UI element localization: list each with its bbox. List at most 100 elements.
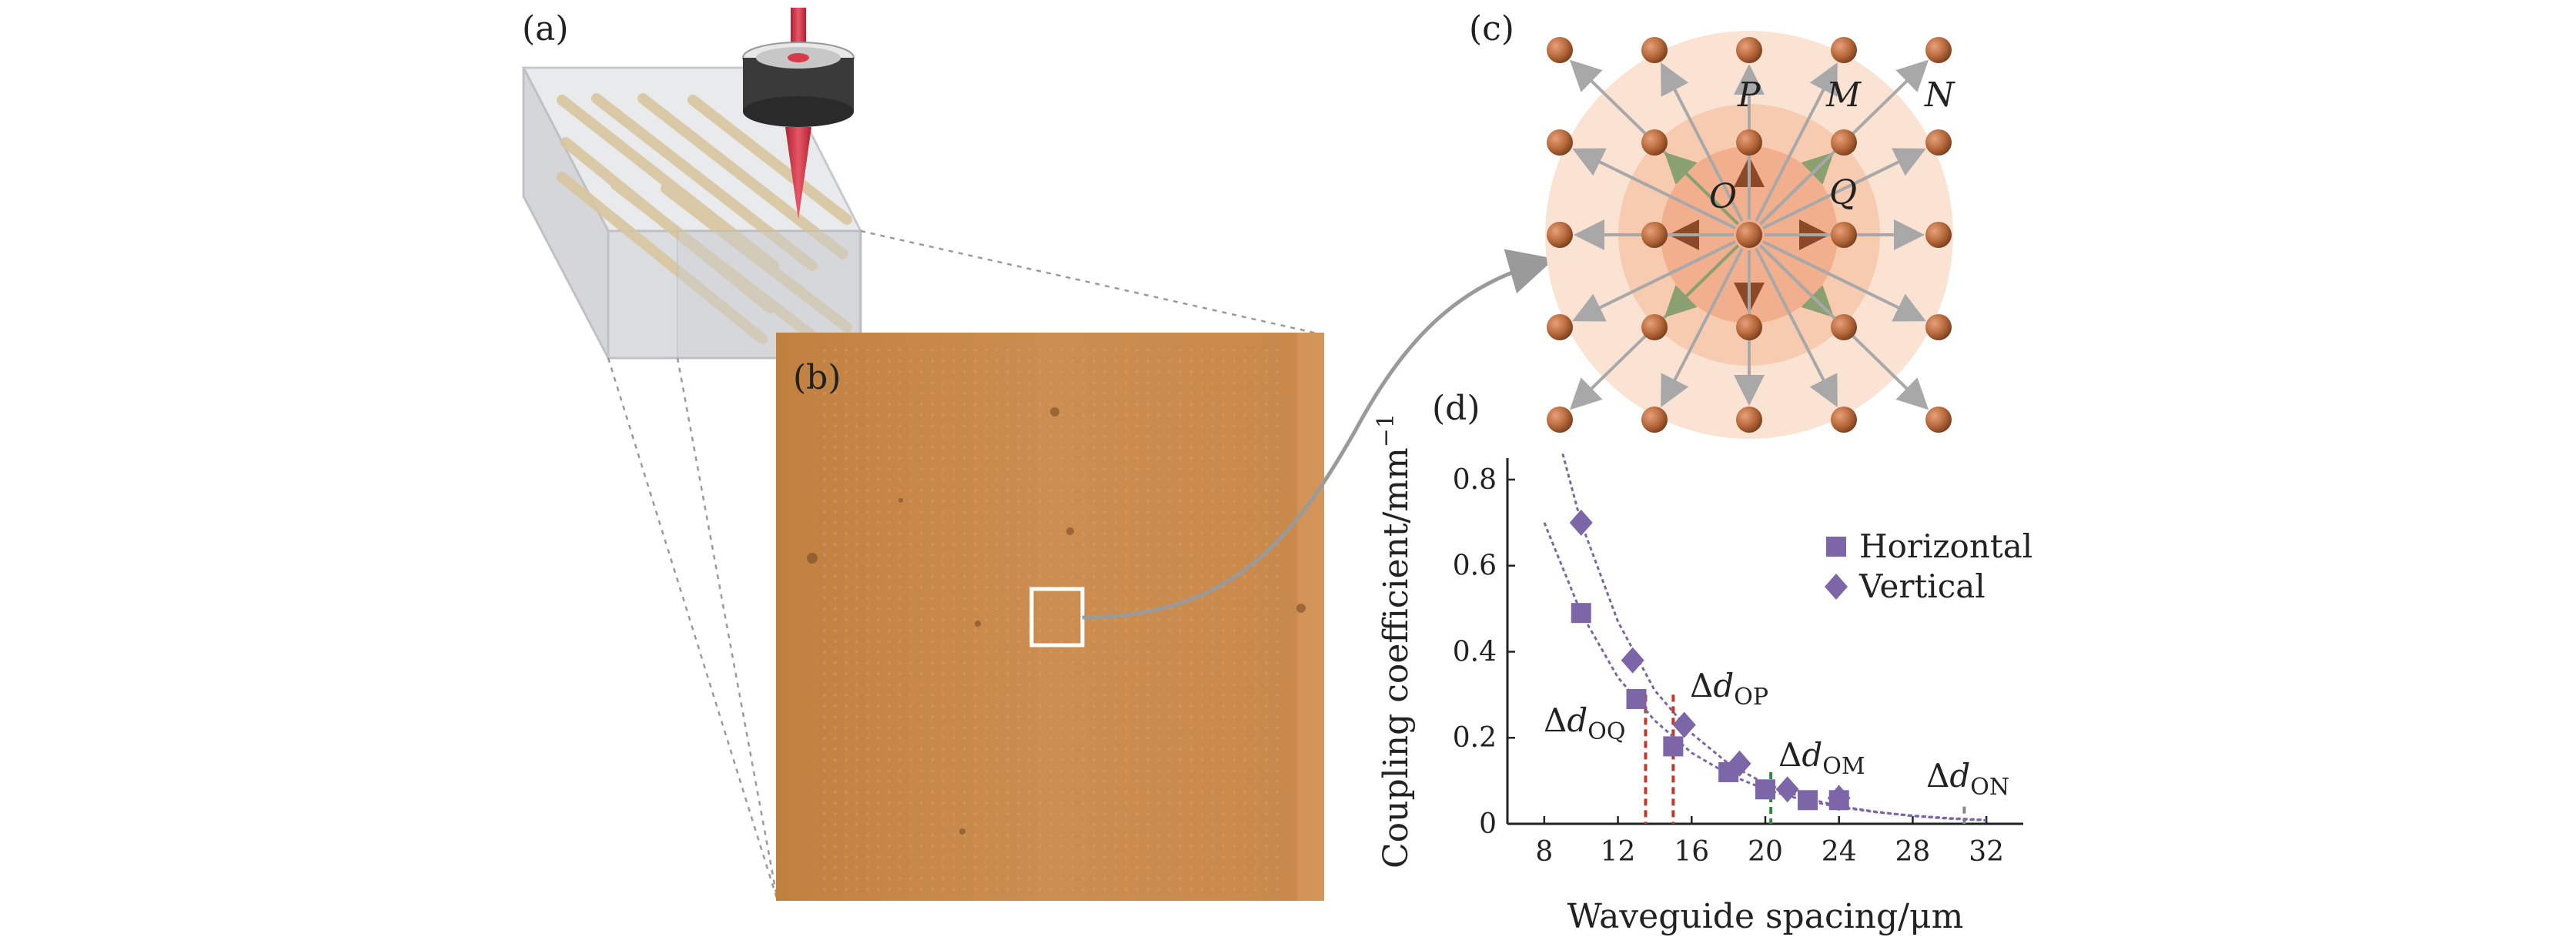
coupling-arrow bbox=[1762, 239, 1926, 322]
waveguide-node bbox=[1925, 129, 1952, 156]
annotation-d: d bbox=[1567, 701, 1587, 739]
label-o: O bbox=[1709, 177, 1737, 216]
waveguide-node bbox=[1547, 314, 1573, 340]
y-tick-label: 0.6 bbox=[1453, 550, 1497, 582]
annotation-dom: ΔdOM bbox=[1778, 736, 1865, 780]
annotation-dop: ΔdOP bbox=[1690, 667, 1768, 711]
waveguide-node bbox=[1925, 314, 1952, 340]
coupling-arrow bbox=[1755, 247, 1838, 407]
waveguide-node bbox=[1641, 407, 1668, 433]
point-horizontal bbox=[1663, 736, 1684, 757]
point-horizontal bbox=[1571, 603, 1591, 624]
label-q: Q bbox=[1829, 173, 1857, 212]
lattice-diagram: P M N O Q bbox=[1545, 31, 1955, 439]
label-m: M bbox=[1825, 75, 1862, 115]
coupling-arrow bbox=[1664, 152, 1740, 226]
y-axis-label-exponent: −1 bbox=[1373, 413, 1400, 447]
zoom-arrow bbox=[1082, 249, 1555, 620]
label-n: N bbox=[1924, 75, 1955, 115]
coupling-arrow bbox=[1755, 62, 1838, 223]
waveguide-node bbox=[1925, 407, 1952, 433]
annotation-d: d bbox=[1713, 667, 1734, 704]
annotation-subscript: OQ bbox=[1587, 718, 1625, 745]
panel-a-label: (a) bbox=[522, 9, 569, 49]
point-horizontal bbox=[1755, 779, 1775, 800]
legend-marker-vertical bbox=[1825, 574, 1848, 600]
coupling-arrow bbox=[1572, 239, 1736, 322]
coupling-arrow bbox=[1661, 247, 1744, 407]
x-axis-label: Waveguide spacing/μm bbox=[1567, 897, 1964, 936]
annotation-subscript: OM bbox=[1822, 753, 1865, 780]
annotation-d: d bbox=[1949, 757, 1970, 795]
annotation-don: ΔdON bbox=[1926, 757, 2009, 801]
panel-c-label: (c) bbox=[1469, 9, 1514, 49]
y-axis-label: Coupling coefficient/mm−1 bbox=[1373, 413, 1416, 868]
panel-b: (b) bbox=[776, 249, 1555, 901]
waveguide-array bbox=[815, 346, 1284, 893]
waveguide-node bbox=[1736, 407, 1762, 433]
point-horizontal bbox=[1798, 790, 1818, 811]
y-tick-label: 0 bbox=[1479, 808, 1497, 840]
fit-curve-vertical bbox=[1561, 453, 1987, 822]
waveguide-node bbox=[1547, 129, 1573, 156]
point-horizontal bbox=[1626, 688, 1647, 709]
x-tick-label: 32 bbox=[1969, 836, 2004, 868]
annotation-doq: ΔdOQ bbox=[1544, 701, 1625, 745]
waveguide-node bbox=[1925, 37, 1952, 63]
waveguide-node bbox=[1641, 37, 1668, 63]
point-vertical bbox=[1621, 647, 1644, 674]
point-vertical bbox=[1672, 711, 1696, 738]
waveguide-node bbox=[1831, 314, 1857, 340]
waveguide-node bbox=[1641, 222, 1668, 248]
waveguide-node bbox=[1547, 222, 1573, 248]
coupling-arrow bbox=[1762, 148, 1926, 230]
legend-label-horizontal: Horizontal bbox=[1859, 527, 2032, 565]
legend-marker-horizontal bbox=[1826, 537, 1846, 557]
waveguide-node bbox=[1736, 37, 1762, 63]
label-p: P bbox=[1737, 75, 1761, 115]
panel-d-label: (d) bbox=[1432, 389, 1480, 428]
x-tick-label: 28 bbox=[1895, 836, 1931, 868]
annotation-delta: Δ bbox=[1544, 701, 1567, 739]
point-vertical bbox=[1827, 785, 1851, 811]
coupling-arrow bbox=[1664, 244, 1740, 318]
legend-label-vertical: Vertical bbox=[1858, 567, 1986, 605]
x-tick-label: 12 bbox=[1601, 836, 1636, 868]
annotation-d: d bbox=[1802, 736, 1822, 774]
waveguide-node bbox=[1831, 129, 1857, 156]
laser-objective bbox=[742, 8, 855, 219]
coupling-arrow bbox=[1661, 62, 1744, 223]
annotation-delta: Δ bbox=[1690, 667, 1713, 704]
annotation-delta: Δ bbox=[1926, 757, 1949, 795]
waveguide-node bbox=[1831, 407, 1857, 433]
y-tick-label: 0.4 bbox=[1453, 636, 1497, 668]
annotation-delta: Δ bbox=[1778, 736, 1802, 774]
waveguide-node bbox=[1925, 222, 1952, 248]
point-vertical bbox=[1775, 776, 1799, 803]
waveguide-node bbox=[1736, 222, 1762, 248]
point-vertical bbox=[1569, 509, 1593, 536]
annotation-subscript: OP bbox=[1734, 684, 1768, 711]
waveguide-node bbox=[1547, 37, 1573, 63]
waveguide-node bbox=[1641, 314, 1668, 340]
waveguide-node bbox=[1831, 37, 1857, 63]
defects bbox=[807, 407, 1306, 835]
x-tick-label: 16 bbox=[1674, 836, 1709, 868]
coupling-arrow bbox=[1572, 148, 1736, 230]
waveguide-node bbox=[1641, 129, 1668, 156]
waveguide-node bbox=[1547, 407, 1573, 433]
waveguide-node bbox=[1736, 129, 1762, 156]
y-tick-label: 0.8 bbox=[1453, 464, 1497, 496]
panel-c: (c) P M N O Q bbox=[1469, 9, 1955, 439]
annotation-subscript: ON bbox=[1970, 774, 2009, 801]
waveguide-node bbox=[1831, 222, 1857, 248]
laser-beam bbox=[785, 127, 811, 219]
x-tick-label: 8 bbox=[1535, 836, 1553, 868]
panel-a: (a) bbox=[521, 8, 1325, 902]
x-tick-label: 20 bbox=[1748, 836, 1783, 868]
x-tick-label: 24 bbox=[1822, 836, 1857, 868]
point-vertical bbox=[1728, 750, 1751, 777]
